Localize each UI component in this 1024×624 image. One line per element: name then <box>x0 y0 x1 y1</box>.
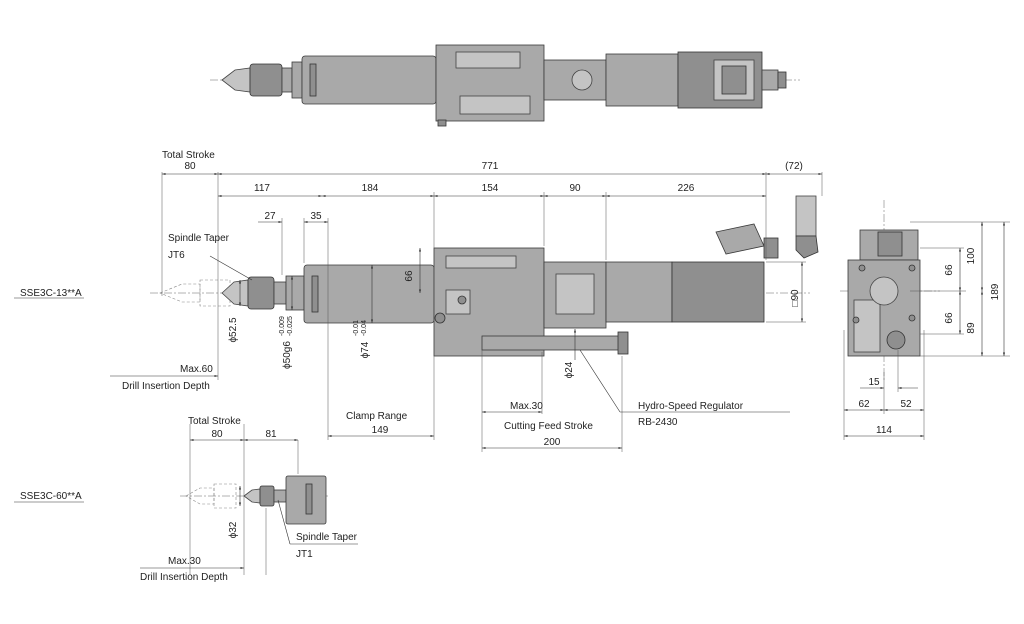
dim-total-stroke: 80 <box>184 161 196 172</box>
small-view <box>180 475 330 525</box>
small-max30-label: Max.30 <box>168 556 201 567</box>
dim-overall-paren: (72) <box>785 161 803 172</box>
dim-89: 89 <box>966 322 977 334</box>
dim-27: 27 <box>264 211 276 222</box>
dim-66b: 66 <box>944 312 955 324</box>
spindle-taper-value: JT6 <box>168 250 185 261</box>
dim-dia-50g6: ϕ50g6 <box>282 341 293 369</box>
dim-66: 66 <box>404 270 415 282</box>
max30-label: Max.30 <box>510 401 543 412</box>
dim-62: 62 <box>858 399 870 410</box>
regulator-label: Hydro-Speed Regulator <box>638 401 744 412</box>
regulator-model: RB-2430 <box>638 417 678 428</box>
dim-226: 226 <box>678 183 695 194</box>
tol-74-lower: -0.04 <box>361 320 368 336</box>
end-view-labels: 100 66 66 89 189 15 62 52 114 <box>858 247 1001 436</box>
small-dim-81: 81 <box>265 429 277 440</box>
dim-66a: 66 <box>944 264 955 276</box>
dim-dia-24: ϕ24 <box>564 361 575 378</box>
spindle-taper-label: Spindle Taper <box>168 233 230 244</box>
dim-square-90: □90 <box>790 289 801 307</box>
side-view-dimensions <box>14 172 823 452</box>
dim-184: 184 <box>362 183 379 194</box>
dim-52: 52 <box>900 399 912 410</box>
model-60-label: SSE3C-60**A <box>20 491 82 502</box>
tol-50-lower: -0.025 <box>287 316 294 336</box>
small-spindle-taper-label: Spindle Taper <box>296 532 358 543</box>
tol-74-upper: -0.01 <box>353 320 360 336</box>
small-spindle-taper-value: JT1 <box>296 549 313 560</box>
small-drill-depth-label: Drill Insertion Depth <box>140 572 228 583</box>
dim-189: 189 <box>990 283 1001 300</box>
small-dim-dia-32: ϕ32 <box>228 521 239 538</box>
clamp-range-label: Clamp Range <box>346 411 408 422</box>
tol-50-upper: -0.009 <box>279 316 286 336</box>
drill-depth-label: Drill Insertion Depth <box>122 381 210 392</box>
cutting-feed-label: Cutting Feed Stroke <box>504 421 593 432</box>
total-stroke-label: Total Stroke <box>162 150 215 161</box>
dim-clamp-range: 149 <box>372 425 389 436</box>
small-dim-80: 80 <box>211 429 223 440</box>
dim-overall: 771 <box>482 161 499 172</box>
model-13-label: SSE3C-13**A <box>20 288 82 299</box>
dim-15: 15 <box>868 377 880 388</box>
small-view-labels: SSE3C-60**A Total Stroke 80 81 ϕ32 Spind… <box>20 416 358 583</box>
dim-dia-52-5: ϕ52.5 <box>228 317 239 343</box>
end-view <box>840 200 940 380</box>
dim-dia-74: ϕ74 <box>360 341 371 358</box>
max60-label: Max.60 <box>180 364 213 375</box>
side-view <box>150 195 819 357</box>
dim-cutting-feed: 200 <box>544 437 561 448</box>
end-view-dimensions <box>843 221 1010 440</box>
small-view-dimensions <box>140 424 358 575</box>
top-view <box>210 44 800 127</box>
small-total-stroke-label: Total Stroke <box>188 416 241 427</box>
dim-154: 154 <box>482 183 499 194</box>
dim-117: 117 <box>254 183 270 194</box>
side-view-labels: SSE3C-13**A Total Stroke 80 771 (72) 117… <box>20 150 803 448</box>
dim-114: 114 <box>876 425 892 436</box>
dim-100: 100 <box>966 247 977 264</box>
dim-35: 35 <box>310 211 322 222</box>
dim-90: 90 <box>569 183 581 194</box>
